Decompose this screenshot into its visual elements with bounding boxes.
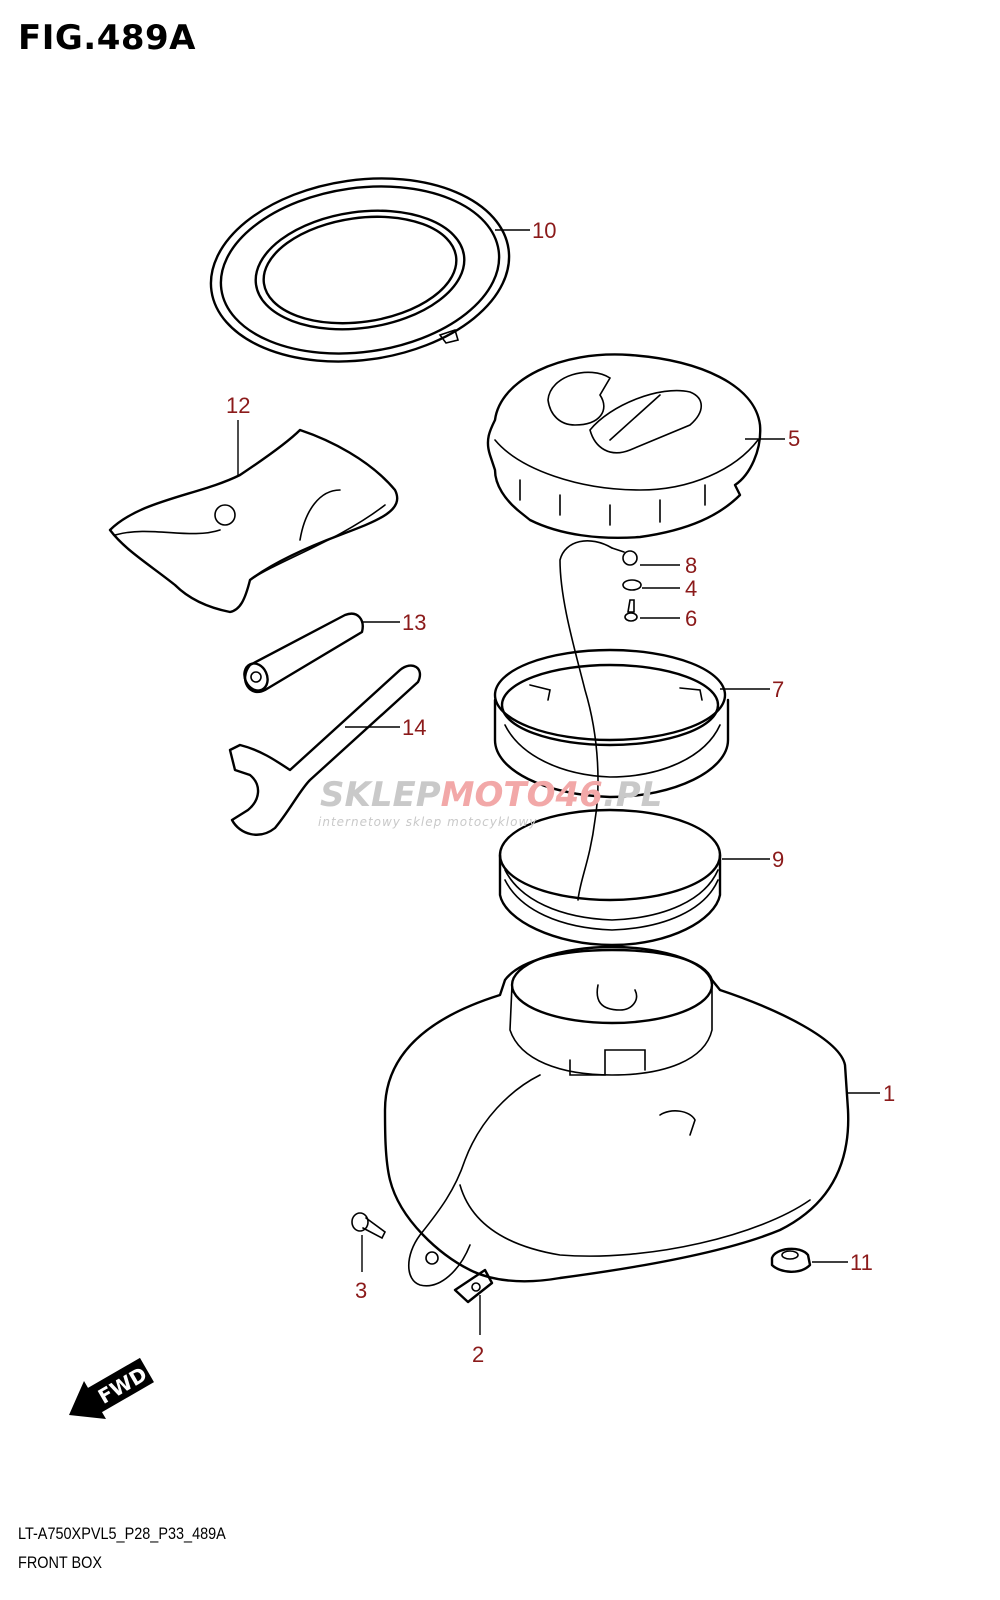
section-name: FRONT BOX: [18, 1553, 103, 1572]
part-8-terminal: [611, 547, 638, 566]
part-3-screw: [351, 1212, 387, 1240]
callout-9: 9: [772, 847, 784, 872]
part-13-cylinder: [243, 612, 364, 694]
fwd-arrow-icon: FWD: [69, 1357, 154, 1420]
callout-3: 3: [355, 1278, 367, 1303]
watermark-brand-b: MOTO: [441, 775, 556, 815]
part-6-screw: [624, 599, 638, 622]
part-1-front-box: [383, 945, 850, 1287]
callout-11: 11: [850, 1250, 873, 1275]
callout-14: 14: [402, 715, 426, 740]
part-10-gasket: [209, 177, 511, 363]
watermark-brand-a: SKLEP: [320, 775, 441, 815]
part-9-ring: [498, 808, 722, 947]
callout-5: 5: [788, 426, 800, 451]
watermark: SKLEPMOTO46.PL internetowy sklep motocyk…: [318, 775, 662, 829]
part-11-grommet: [770, 1247, 812, 1273]
watermark-brand-d: .PL: [603, 775, 663, 815]
part-4-washer: [622, 579, 642, 591]
callout-10: 10: [532, 218, 556, 243]
part-12-tool-bag: [108, 428, 399, 614]
callout-13: 13: [402, 610, 426, 635]
cap-tether-wire: [559, 540, 613, 901]
part-2-clip: [453, 1268, 494, 1304]
callout-8: 8: [685, 553, 697, 578]
leader-lines: [237, 229, 880, 1335]
figure-title: FIG.489A: [18, 18, 196, 58]
watermark-tagline: internetowy sklep motocyklowy: [318, 815, 537, 829]
part-7-ring: [493, 648, 730, 799]
callout-4: 4: [685, 576, 697, 601]
callout-1: 1: [883, 1081, 895, 1106]
model-code: LT-A750XPVL5_P28_P33_489A: [18, 1524, 226, 1543]
part-5-cap: [486, 353, 762, 540]
callout-7: 7: [772, 677, 784, 702]
watermark-brand-c: 46: [555, 775, 603, 815]
callout-6: 6: [685, 606, 697, 631]
part-14-spanner: [228, 664, 422, 836]
svg-text:SKLEPMOTO46.PL: SKLEPMOTO46.PL: [320, 775, 662, 815]
callout-12: 12: [226, 393, 250, 418]
callout-2: 2: [472, 1342, 484, 1367]
